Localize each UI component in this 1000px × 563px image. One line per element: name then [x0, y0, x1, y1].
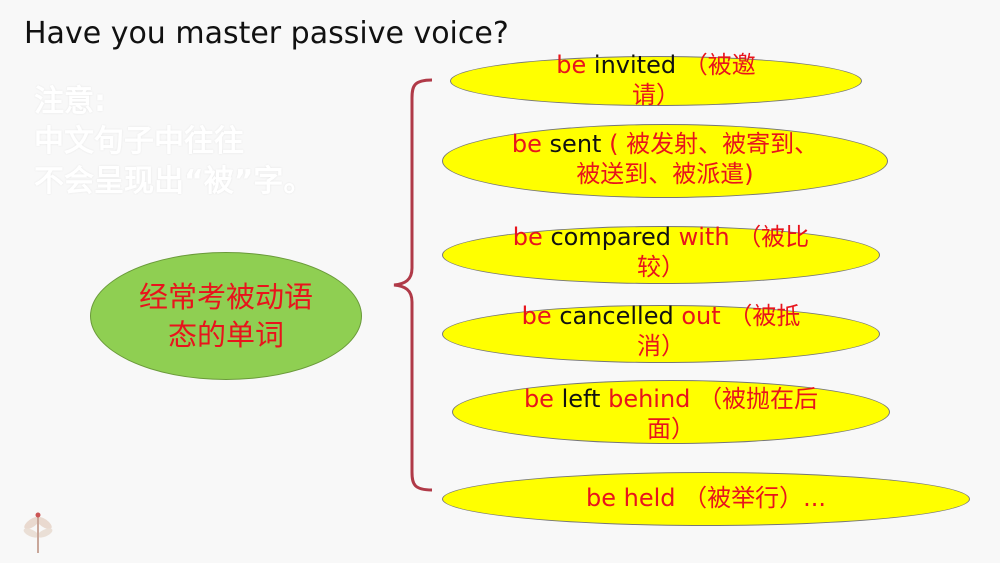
item-ellipse-cancelled: [442, 305, 880, 363]
note-line-3: 不会呈现出“被”字。: [34, 164, 314, 199]
curly-brace: [393, 78, 433, 492]
slide-title: Have you master passive voice?: [24, 16, 509, 51]
item-ellipse-held: [442, 472, 970, 526]
note-line-1: 注意:: [34, 84, 106, 119]
note-text: 注意: 中文句子中往往 不会呈现出“被”字。: [34, 82, 313, 202]
note-line-2: 中文句子中往往: [34, 124, 244, 159]
item-ellipse-sent: [442, 124, 888, 198]
item-ellipse-compared: [442, 226, 880, 284]
item-label-held: be held （被举行）...: [585, 484, 827, 512]
center-ellipse: 经常考被动语态的单词: [90, 252, 362, 380]
item-label-compared: be compared with （被比 较）: [512, 223, 810, 281]
item-label-sent: be sent ( 被发射、被寄到、 被送到、被派遣): [511, 130, 819, 188]
item-label-cancelled: be cancelled out （被抵 消）: [521, 302, 801, 360]
item-ellipse-left: [452, 380, 890, 444]
center-label: 经常考被动语态的单词: [138, 280, 313, 352]
dragonfly-icon: [23, 512, 53, 553]
item-ellipse-invited: [450, 56, 862, 106]
item-label-left: be left behind （被抛在后 面）: [523, 385, 819, 443]
item-label-invited: be invited （被邀 请）: [556, 51, 756, 109]
